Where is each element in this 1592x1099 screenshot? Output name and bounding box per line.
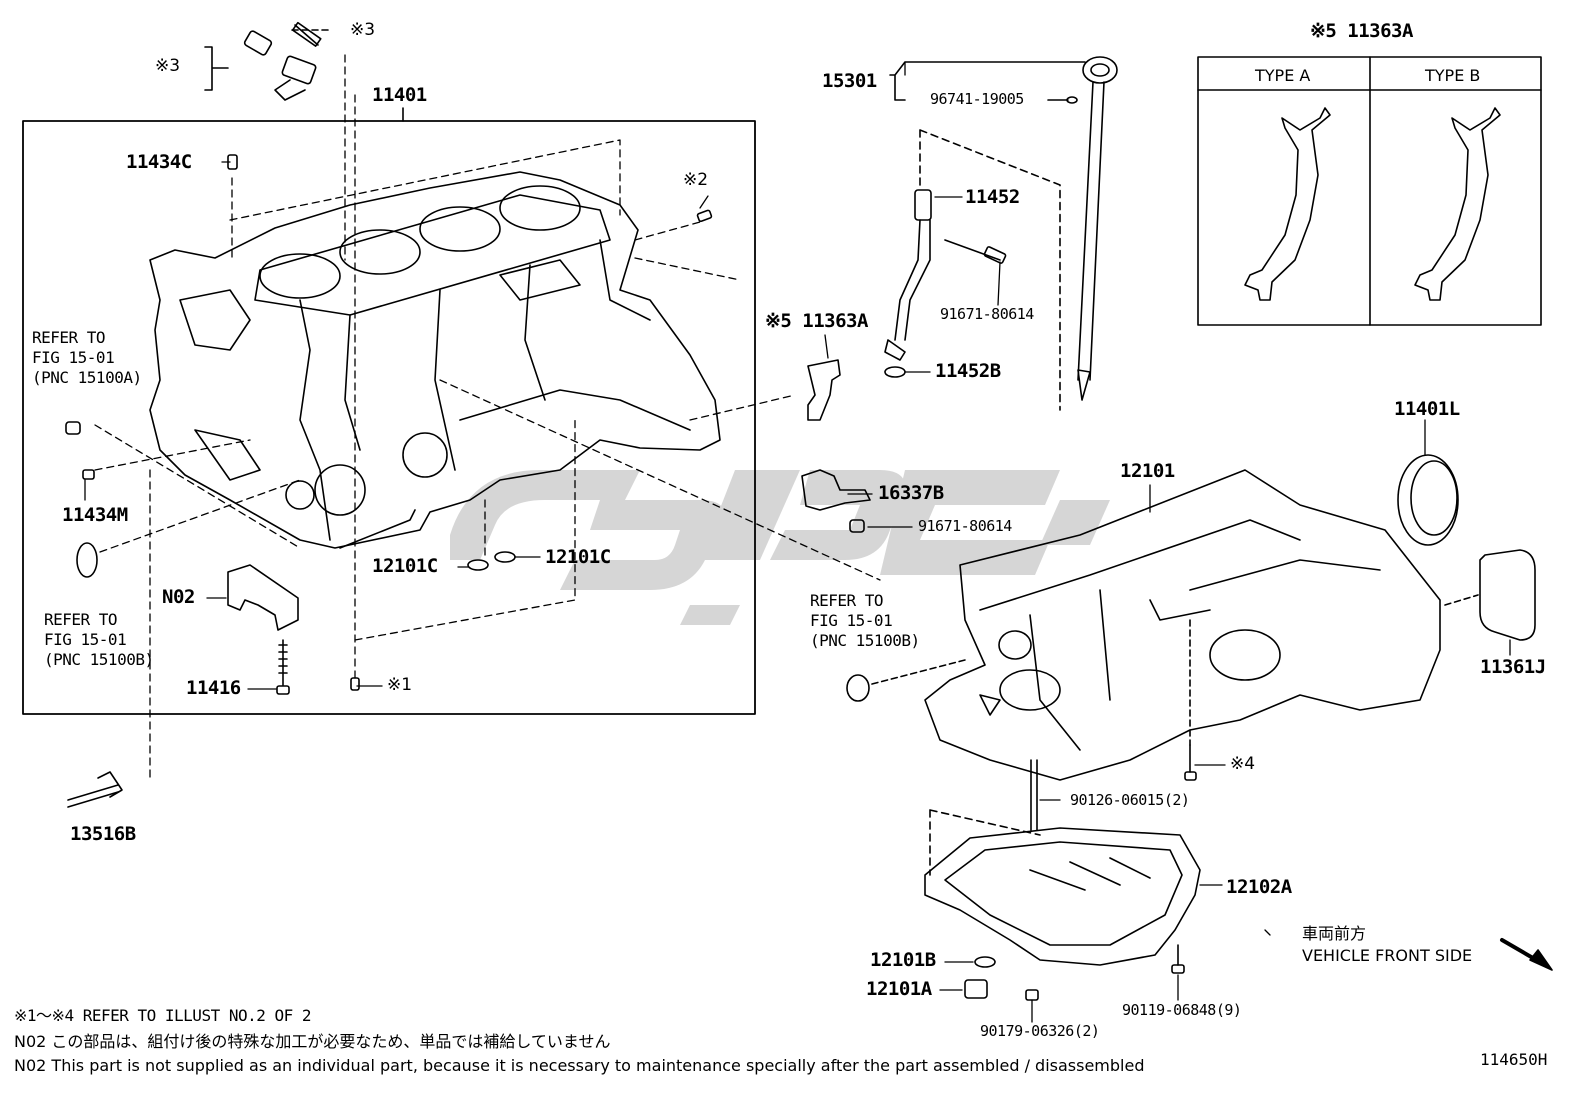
- front-direction-arrow: [1500, 938, 1553, 971]
- part-label-11434C[interactable]: 11434C: [126, 151, 192, 173]
- part-label-90119-06848[interactable]: 90119-06848(9): [1122, 1001, 1242, 1019]
- engine-block-drawing: [149, 171, 721, 549]
- bottom-fasteners: [846, 619, 1197, 1001]
- front-direction-en: VEHICLE FRONT SIDE: [1302, 946, 1473, 965]
- part-13516B-drawing: [67, 771, 123, 808]
- baffle-11363A-drawing: [807, 359, 841, 421]
- type-b-header: TYPE B: [1425, 66, 1481, 85]
- part-label-11434M[interactable]: 11434M: [62, 504, 128, 526]
- part-label-12101A[interactable]: 12101A: [866, 978, 932, 1000]
- type-a-header: TYPE A: [1255, 66, 1311, 85]
- marker-2: ※2: [683, 170, 709, 190]
- bracket-16337B-drawing: [801, 469, 871, 533]
- part-label-12101C-right[interactable]: 12101C: [545, 546, 611, 568]
- part-label-11452B[interactable]: 11452B: [935, 360, 1001, 382]
- part-label-12102A[interactable]: 12102A: [1226, 876, 1292, 898]
- type-inset-table: [1197, 56, 1542, 326]
- footnote-refer-illust: ※1～※4 REFER TO ILLUST NO.2 OF 2: [14, 1006, 312, 1025]
- part-label-15301[interactable]: 15301: [822, 70, 877, 92]
- refer-to-fig-15100B-left[interactable]: REFER TO FIG 15-01 (PNC 15100B): [44, 610, 154, 669]
- marker-4: ※4: [1230, 754, 1256, 774]
- part-label-13516B[interactable]: 13516B: [70, 823, 136, 845]
- part-label-12101B[interactable]: 12101B: [870, 949, 936, 971]
- part-label-16337B[interactable]: 16337B: [878, 482, 944, 504]
- marker-3-left: ※3: [155, 56, 181, 76]
- part-label-11452[interactable]: 11452: [965, 186, 1020, 208]
- part-label-12101C-left[interactable]: 12101C: [372, 555, 438, 577]
- block-small-parts: [65, 154, 713, 695]
- marker-3-top: ※3: [350, 20, 376, 40]
- oil-pan-upper-drawing: [924, 469, 1441, 781]
- dipstick-drawing: [889, 56, 1118, 401]
- part-label-91671-80614-top[interactable]: 91671-80614: [940, 305, 1034, 323]
- illustration-code: 114650H: [1480, 1050, 1548, 1069]
- part-label-11361J[interactable]: 11361J: [1480, 656, 1546, 678]
- footnote-n02-english: N02 This part is not supplied as an indi…: [14, 1056, 1145, 1075]
- part-label-11401L[interactable]: 11401L: [1394, 398, 1460, 420]
- refer-to-fig-15100A[interactable]: REFER TO FIG 15-01 (PNC 15100A): [32, 328, 142, 387]
- part-label-91671-80614-bracket[interactable]: 91671-80614: [918, 517, 1012, 535]
- marker-1: ※1: [387, 675, 413, 695]
- part-label-11401[interactable]: 11401: [372, 84, 427, 106]
- footnote-n02-japanese: N02 この部品は、組付け後の特殊な加工が必要なため、単品では補給していません: [14, 1032, 611, 1051]
- part-label-11363A[interactable]: ※5 11363A: [765, 310, 868, 332]
- oil-pan-lower-drawing: [924, 809, 1201, 966]
- refer-to-fig-15100B-right[interactable]: REFER TO FIG 15-01 (PNC 15100B): [810, 591, 920, 650]
- part-label-96741-19005[interactable]: 96741-19005: [930, 90, 1024, 108]
- part-label-N02[interactable]: N02: [162, 586, 195, 608]
- part-label-12101[interactable]: 12101: [1120, 460, 1175, 482]
- front-direction-jp: 車両前方: [1302, 924, 1367, 943]
- part-label-11416[interactable]: 11416: [186, 677, 241, 699]
- part-label-90179-06326[interactable]: 90179-06326(2): [980, 1022, 1100, 1040]
- top-fittings: [204, 21, 331, 101]
- block-dashed-lines: [94, 54, 881, 781]
- dipstick-guide-drawing: [884, 129, 1061, 411]
- part-label-90126-06015[interactable]: 90126-06015(2): [1070, 791, 1190, 809]
- seal-and-cover-drawing: [1397, 454, 1536, 641]
- inset-title-11363A[interactable]: ※5 11363A: [1310, 20, 1413, 42]
- leader-lines: [84, 61, 1511, 1023]
- block-assembly-frame: [22, 120, 756, 715]
